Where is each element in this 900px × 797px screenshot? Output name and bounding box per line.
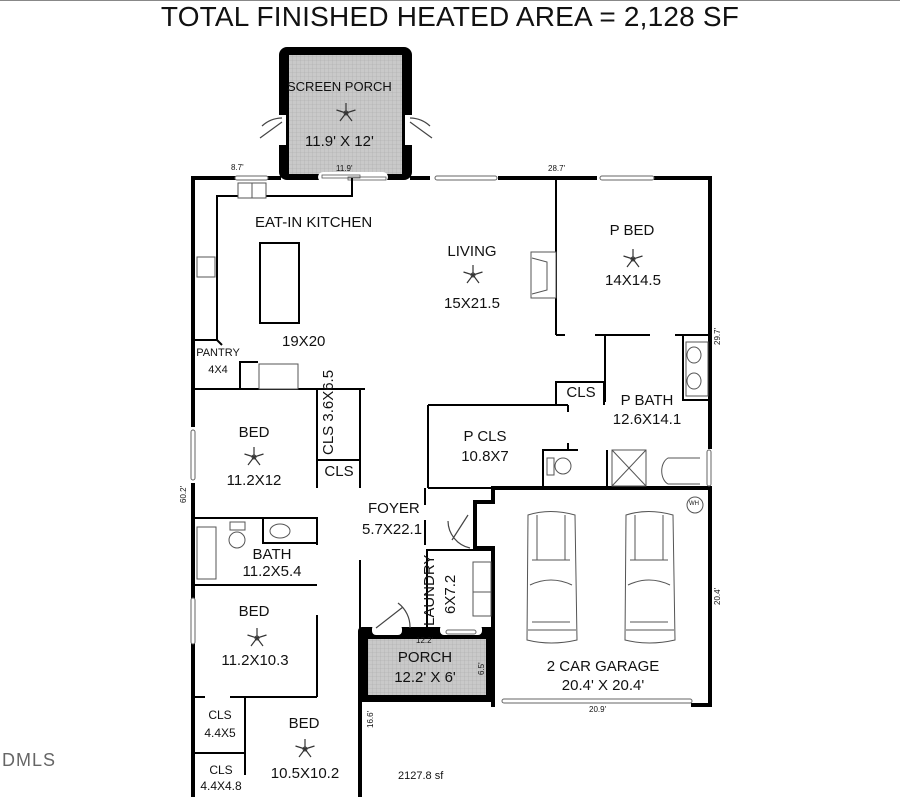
bed1-cls2-label: CLS [324,463,354,480]
dim-front-left: 16.6' [366,710,375,728]
p-bed-dims: 14X14.5 [605,272,661,289]
kitchen-label: EAT-IN KITCHEN [255,214,373,231]
page-title: TOTAL FINISHED HEATED AREA = 2,128 SF [160,1,740,32]
porch-structure [358,602,495,702]
bed2-label: BED [238,603,270,620]
screen-porch-dims: 11.9' X 12' [305,133,374,150]
ceiling-fan-icon [462,264,484,284]
top-rule [0,0,900,1]
screen-porch-label: SCREEN PORCH [287,79,392,94]
p-bath-cls-label: CLS [566,384,596,401]
bed3-dims: 10.5X10.2 [270,765,340,782]
laundry-label: LAUNDRY [421,554,438,626]
ceiling-fan-icon [246,627,268,647]
dim-garage-bottom: 20.9' [589,705,607,714]
bed3-label: BED [288,715,320,732]
living-label: LIVING [447,243,497,260]
dim-porch-side: 6.5' [477,662,486,675]
dim-right-lower: 20.4' [713,587,722,605]
dim-top-left: 8.7' [231,163,244,172]
ceiling-fan-icon [243,446,265,466]
total-area-label: 2127.8 sf [398,770,444,782]
bed1-label: BED [238,424,270,441]
dim-porch-top: 12.2' [416,636,434,645]
p-bed-label: P BED [609,222,655,239]
ceiling-fan-icon [294,738,316,758]
dim-right-upper: 29.7' [713,327,722,345]
dim-screen-porch-wall: 11.9' [336,164,353,173]
bed1-cls-label: CLS 3.6X6.5 [320,369,337,455]
living-dims: 15X21.5 [444,295,500,312]
watermark: DMLS [2,750,57,770]
dim-left: 60.2' [179,485,188,503]
kitchen-dims: 19X20 [282,333,326,350]
laundry-dims: 6X7.2 [442,574,459,614]
water-heater-icon: WH [689,501,699,507]
dim-top-right: 28.7' [548,164,566,173]
bed2-dims: 11.2X10.3 [221,652,289,669]
bed1-dims: 11.2X12 [226,472,282,489]
ceiling-fan-icon [622,248,644,268]
